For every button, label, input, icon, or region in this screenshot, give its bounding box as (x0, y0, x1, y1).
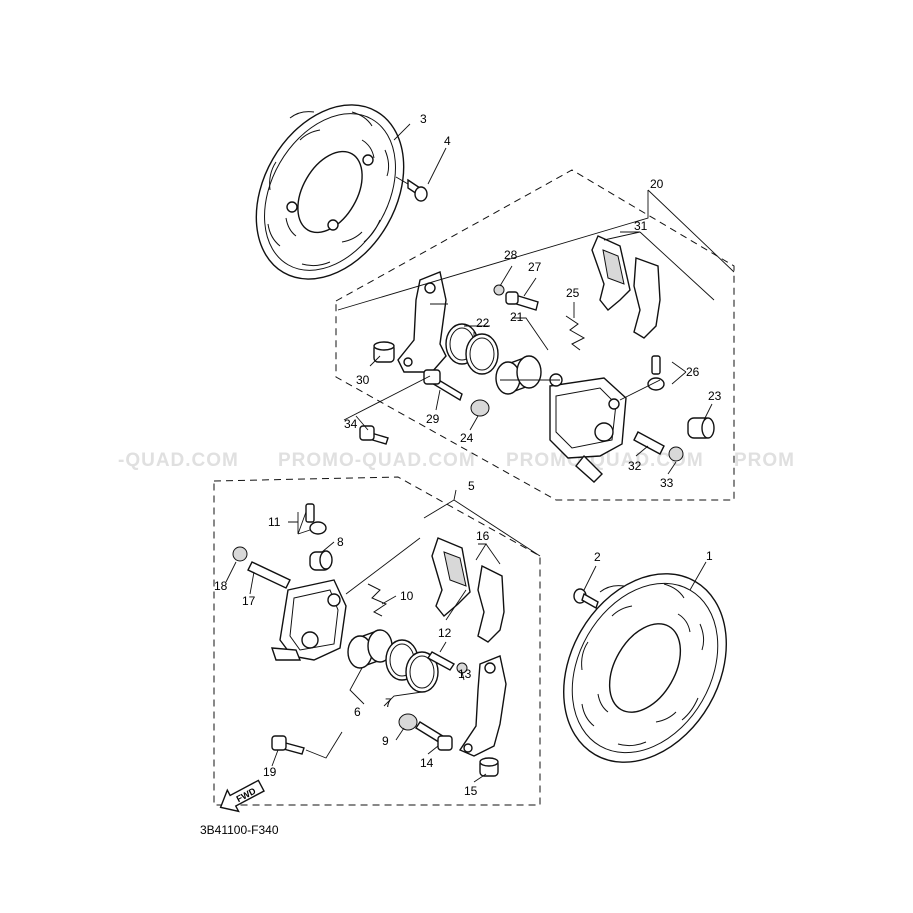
callout-2: 2 (594, 550, 601, 564)
callout-16: 16 (476, 529, 490, 543)
callout-5: 5 (468, 479, 475, 493)
watermark: -QUAD.COM PROMO-QUAD.COM PROMO-QUAD.COM … (118, 450, 795, 471)
brake-pads-upper (591, 235, 661, 339)
callout-24: 24 (460, 431, 474, 445)
pad-spring-10 (367, 583, 388, 617)
callout-28: 28 (504, 248, 518, 262)
callout-21: 21 (510, 310, 524, 324)
callout-labels: 1 2 3 4 5 6 7 8 9 10 11 12 13 14 15 16 1… (214, 112, 722, 798)
washer-28 (493, 284, 505, 296)
callout-14: 14 (420, 756, 434, 770)
diagram-code: 3B41100-F340 (200, 823, 279, 837)
watermark-segment: -QUAD.COM (118, 450, 239, 471)
bolt-14 (415, 721, 453, 751)
callout-22: 22 (476, 316, 490, 330)
group-20-outline (335, 169, 735, 501)
callout-34: 34 (344, 417, 358, 431)
pin-17 (247, 561, 291, 589)
watermark-segment: PROMO-QUAD.COM (278, 450, 476, 471)
callout-17: 17 (242, 594, 256, 608)
callout-23: 23 (708, 389, 722, 403)
plug-18 (232, 546, 248, 562)
callout-4: 4 (444, 134, 451, 148)
bolt-19 (271, 735, 305, 755)
brake-pads-lower (431, 537, 505, 643)
callout-12: 12 (438, 626, 452, 640)
cap-8 (309, 550, 333, 571)
callout-9: 9 (382, 734, 389, 748)
cap-23 (687, 417, 715, 439)
callout-6: 6 (354, 705, 361, 719)
bolt-34 (359, 425, 389, 445)
boot-9 (398, 713, 418, 731)
watermark-segment: PROM (734, 450, 795, 471)
brake-disc-lower (563, 573, 727, 763)
piston-21 (495, 355, 542, 395)
callout-1: 1 (706, 549, 713, 563)
callout-13: 13 (458, 667, 472, 681)
bleeder-11 (305, 503, 327, 535)
callout-11: 11 (268, 515, 281, 529)
leader-lines (225, 123, 735, 783)
callout-18: 18 (214, 579, 228, 593)
pad-spring-25 (565, 315, 586, 351)
caliper-body-upper (549, 373, 627, 483)
piston-6 (347, 629, 393, 669)
seal-22-b (465, 333, 499, 375)
plug-33 (668, 446, 684, 462)
callout-15: 15 (464, 784, 478, 798)
callout-3: 3 (420, 112, 427, 126)
callout-30: 30 (356, 373, 370, 387)
sleeve-15 (479, 757, 499, 777)
callout-20: 20 (650, 177, 664, 191)
caliper-bracket-lower (458, 655, 507, 757)
watermark-segment: PROMO-QUAD.COM (506, 450, 704, 471)
pin-27 (505, 291, 539, 311)
callout-25: 25 (566, 286, 580, 300)
callout-8: 8 (337, 535, 344, 549)
callout-31: 31 (634, 219, 648, 233)
callout-33: 33 (660, 476, 674, 490)
callout-32: 32 (628, 459, 642, 473)
callout-19: 19 (263, 765, 277, 779)
pin-12 (426, 651, 456, 671)
caliper-body-lower (271, 579, 347, 661)
forward-direction-arrow: FWD (219, 779, 265, 813)
bleeder-26 (647, 355, 665, 391)
bolt-29 (423, 369, 463, 402)
callout-29: 29 (426, 412, 440, 426)
callout-27: 27 (528, 260, 542, 274)
group-5-outline (213, 476, 541, 806)
pin-32 (633, 431, 665, 455)
caliper-bracket-upper (397, 271, 447, 373)
callout-7: 7 (385, 696, 392, 710)
callout-26: 26 (686, 365, 700, 379)
callout-10: 10 (400, 589, 414, 603)
disc-bolt-upper (395, 176, 428, 202)
disc-bolt-lower (573, 588, 599, 610)
boot-24 (470, 399, 490, 417)
brake-disc-upper (255, 104, 405, 280)
